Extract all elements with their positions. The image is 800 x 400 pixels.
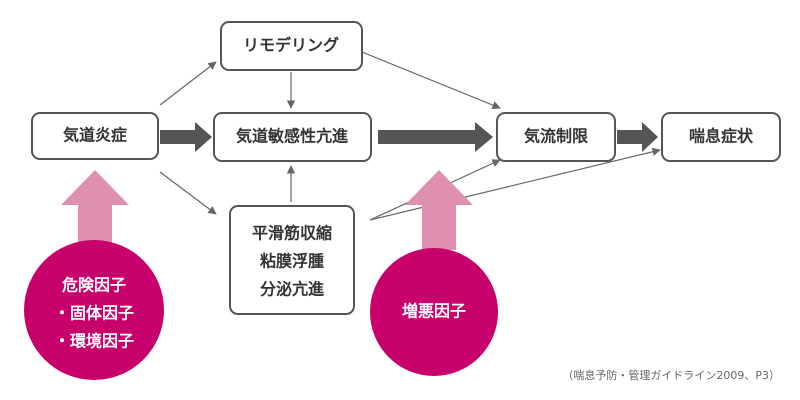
- arrow-smooth-muscle-to-symptoms: [369, 147, 661, 221]
- risk-factors-line-1: 危険因子: [62, 276, 126, 295]
- arrow-inflammation-to-remodeling: [159, 61, 217, 106]
- source-citation: （喘息予防・管理ガイドライン2009、P3）: [562, 368, 780, 382]
- label-asthma-symptoms: 喘息症状: [689, 127, 754, 146]
- arrow-remodeling-to-airflow: [361, 51, 501, 110]
- label-hypersecretion: 分泌亢進: [260, 280, 324, 299]
- risk-factors-line-2: ・固体因子: [54, 304, 134, 323]
- risk-factors-circle: [24, 240, 164, 380]
- label-airway-inflammation: 気道炎症: [63, 126, 127, 145]
- label-mucosal-edema: 粘膜浮腫: [260, 252, 324, 271]
- label-remodeling: リモデリング: [243, 36, 339, 55]
- box-asthma-symptoms: [661, 112, 781, 162]
- aggravating-factors-circle: [370, 248, 498, 376]
- box-airway-hyperresponsiveness: [213, 112, 372, 162]
- label-airway-hyperresponsiveness: 気道敏感性亢進: [236, 127, 348, 146]
- arrow-inflammation-to-smooth-muscle: [159, 171, 217, 215]
- thick-arrow-hyperresponsiveness-to-airflow: [378, 122, 493, 152]
- box-remodeling: [220, 21, 363, 71]
- box-airway-inflammation: [31, 112, 159, 160]
- risk-factors-line-3: ・環境因子: [54, 332, 134, 351]
- pink-arrow-risk-factors: [61, 170, 129, 250]
- thick-arrow-inflammation-to-hyperresponsiveness: [160, 122, 212, 152]
- pink-arrow-aggravating-factors: [405, 170, 473, 250]
- box-airflow-limitation: [496, 112, 616, 162]
- thick-arrow-airflow-to-symptoms: [617, 122, 658, 152]
- aggravating-factors-label: 増悪因子: [402, 302, 466, 321]
- label-smooth-muscle-contraction: 平滑筋収縮: [252, 224, 332, 243]
- label-airflow-limitation: 気流制限: [524, 127, 589, 146]
- box-smooth-muscle-mucus: [229, 205, 355, 315]
